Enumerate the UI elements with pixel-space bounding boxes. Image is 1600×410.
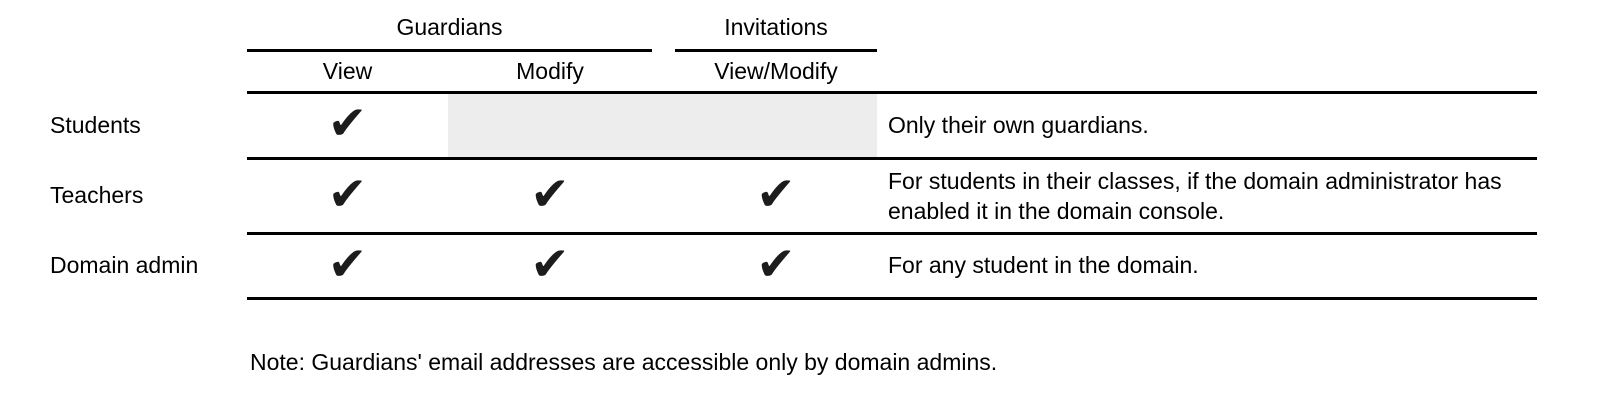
students-note: Only their own guardians.: [888, 112, 1149, 138]
check-icon: ✔: [327, 236, 368, 292]
check-icon: ✔: [756, 166, 796, 222]
teachers-guardians-view-cell: ✔: [247, 160, 448, 232]
footnote: Note: Guardians' email addresses are acc…: [250, 349, 998, 375]
column-header-view-modify: View/Modify: [714, 58, 838, 84]
admin-invitations-cell: ✔: [675, 235, 877, 297]
students-guardians-view-cell: ✔: [247, 94, 448, 157]
check-icon: ✔: [530, 236, 570, 292]
check-icon: ✔: [756, 236, 796, 292]
row-label-students: Students: [50, 112, 141, 138]
teachers-row-rule: [247, 232, 1537, 235]
admin-row-rule: [247, 297, 1537, 300]
row-label-domain-admin: Domain admin: [50, 252, 199, 278]
teachers-invitations-cell: ✔: [675, 160, 877, 232]
group-header-guardians: Guardians: [396, 14, 503, 40]
row-label-teachers: Teachers: [50, 182, 144, 208]
check-icon: ✔: [327, 166, 368, 222]
admin-note: For any student in the domain.: [888, 252, 1199, 278]
column-header-modify: Modify: [516, 58, 584, 84]
students-disabled-cells: [448, 94, 877, 157]
column-header-view: View: [322, 58, 373, 84]
students-row-rule: [247, 157, 1537, 160]
check-icon: ✔: [530, 166, 570, 222]
admin-guardians-view-cell: ✔: [247, 235, 448, 297]
header-rule: [247, 91, 1537, 94]
check-icon: ✔: [327, 96, 368, 151]
admin-guardians-modify-cell: ✔: [448, 235, 652, 297]
teachers-note: For students in their classes, if the do…: [888, 168, 1502, 224]
group-header-invitations: Invitations: [724, 14, 828, 40]
invitations-underline: [675, 49, 877, 52]
teachers-guardians-modify-cell: ✔: [448, 160, 652, 232]
guardians-underline: [247, 49, 652, 52]
